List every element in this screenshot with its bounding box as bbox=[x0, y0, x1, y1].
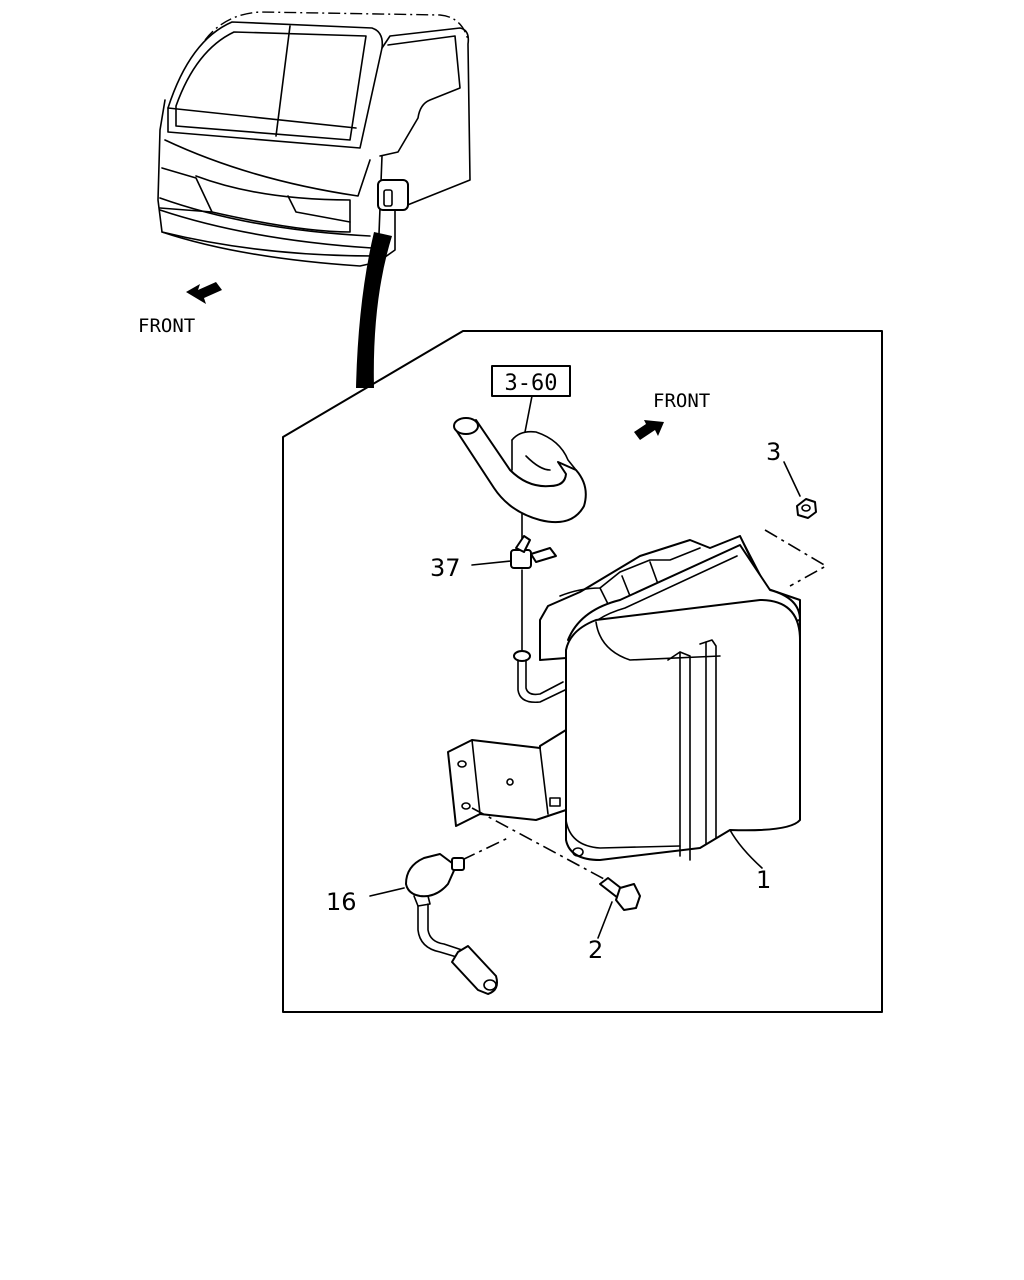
breather-pipe bbox=[513, 650, 566, 704]
callout-16: 16 bbox=[326, 888, 357, 916]
fluid-tank bbox=[539, 535, 801, 861]
nut-part bbox=[796, 498, 817, 519]
bolt-part bbox=[599, 877, 641, 911]
mounting-bracket bbox=[447, 729, 567, 827]
reference-box[interactable] bbox=[491, 365, 571, 397]
front-arrow-icon-inset bbox=[634, 420, 664, 440]
leader-2 bbox=[597, 901, 613, 939]
leader-3 bbox=[783, 461, 801, 497]
hose-clamp bbox=[510, 535, 557, 569]
front-label-inset: FRONT bbox=[653, 390, 710, 412]
leader-1 bbox=[729, 829, 763, 869]
front-label-top: FRONT bbox=[138, 315, 195, 337]
callout-3: 3 bbox=[766, 438, 781, 466]
leader-16 bbox=[369, 887, 405, 897]
sensor-install-line bbox=[461, 837, 509, 861]
nut-install-line bbox=[764, 529, 828, 587]
leader-37 bbox=[471, 560, 512, 566]
truck-cab-illustration bbox=[157, 11, 471, 267]
reference-box-label: 3-60 bbox=[505, 371, 558, 396]
callout-37: 37 bbox=[430, 554, 461, 582]
breather-hose bbox=[453, 417, 587, 524]
level-sensor bbox=[405, 853, 498, 995]
leader-cab-to-inset bbox=[356, 232, 392, 388]
callout-2: 2 bbox=[588, 936, 603, 964]
ref-leader bbox=[524, 395, 533, 433]
callout-1: 1 bbox=[756, 866, 771, 894]
inset-frame bbox=[282, 330, 883, 1013]
front-arrow-icon-top bbox=[186, 282, 222, 304]
